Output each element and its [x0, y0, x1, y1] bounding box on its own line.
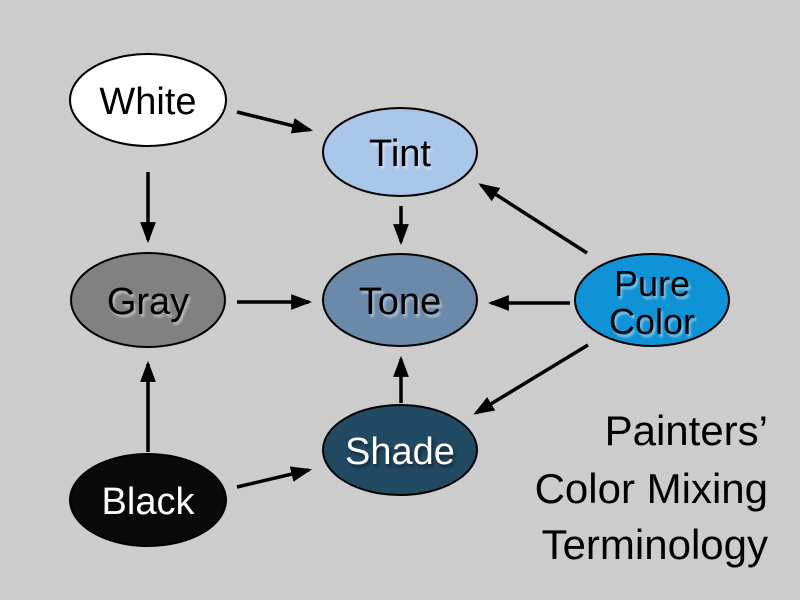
- node-tone-label: Tone: [359, 281, 441, 323]
- node-gray-ellipse: [70, 252, 226, 348]
- node-tint: Tint: [322, 107, 478, 197]
- node-black: Black: [69, 453, 227, 547]
- arrow-pure-color-to-shade: [473, 343, 589, 415]
- node-white: White: [69, 53, 227, 147]
- node-pure-color-label-line1: Pure: [614, 263, 690, 304]
- node-pure-color-ellipse: [574, 253, 730, 347]
- node-tint-label: Tint: [369, 133, 431, 175]
- arrow-white-to-tint: [236, 110, 314, 134]
- title-line-2: Color Mixing: [535, 465, 768, 512]
- arrow-black-to-shade: [236, 466, 313, 489]
- title-line-1: Painters’: [605, 407, 768, 454]
- node-gray: Gray: [70, 252, 226, 348]
- diagram-title: Painters’ Color Mixing Terminology: [535, 407, 768, 568]
- node-tone: Tone: [322, 253, 478, 347]
- node-gray-label: Gray: [107, 281, 189, 323]
- arrow-pure-color-to-tint: [478, 183, 588, 255]
- node-shade-label: Shade: [345, 431, 455, 473]
- node-white-ellipse: [69, 53, 227, 147]
- edges-group: [140, 110, 589, 489]
- node-tone-ellipse: [322, 253, 478, 347]
- node-pure-color-label-line2: Color: [609, 301, 695, 342]
- node-shade-ellipse: [322, 404, 478, 496]
- node-shade: Shade: [322, 404, 478, 496]
- node-white-label: White: [99, 81, 196, 123]
- node-pure-color: Pure Color: [574, 253, 730, 347]
- node-black-ellipse: [69, 453, 227, 547]
- title-line-3: Terminology: [542, 521, 768, 568]
- node-black-label: Black: [102, 481, 196, 523]
- node-tint-ellipse: [322, 107, 478, 197]
